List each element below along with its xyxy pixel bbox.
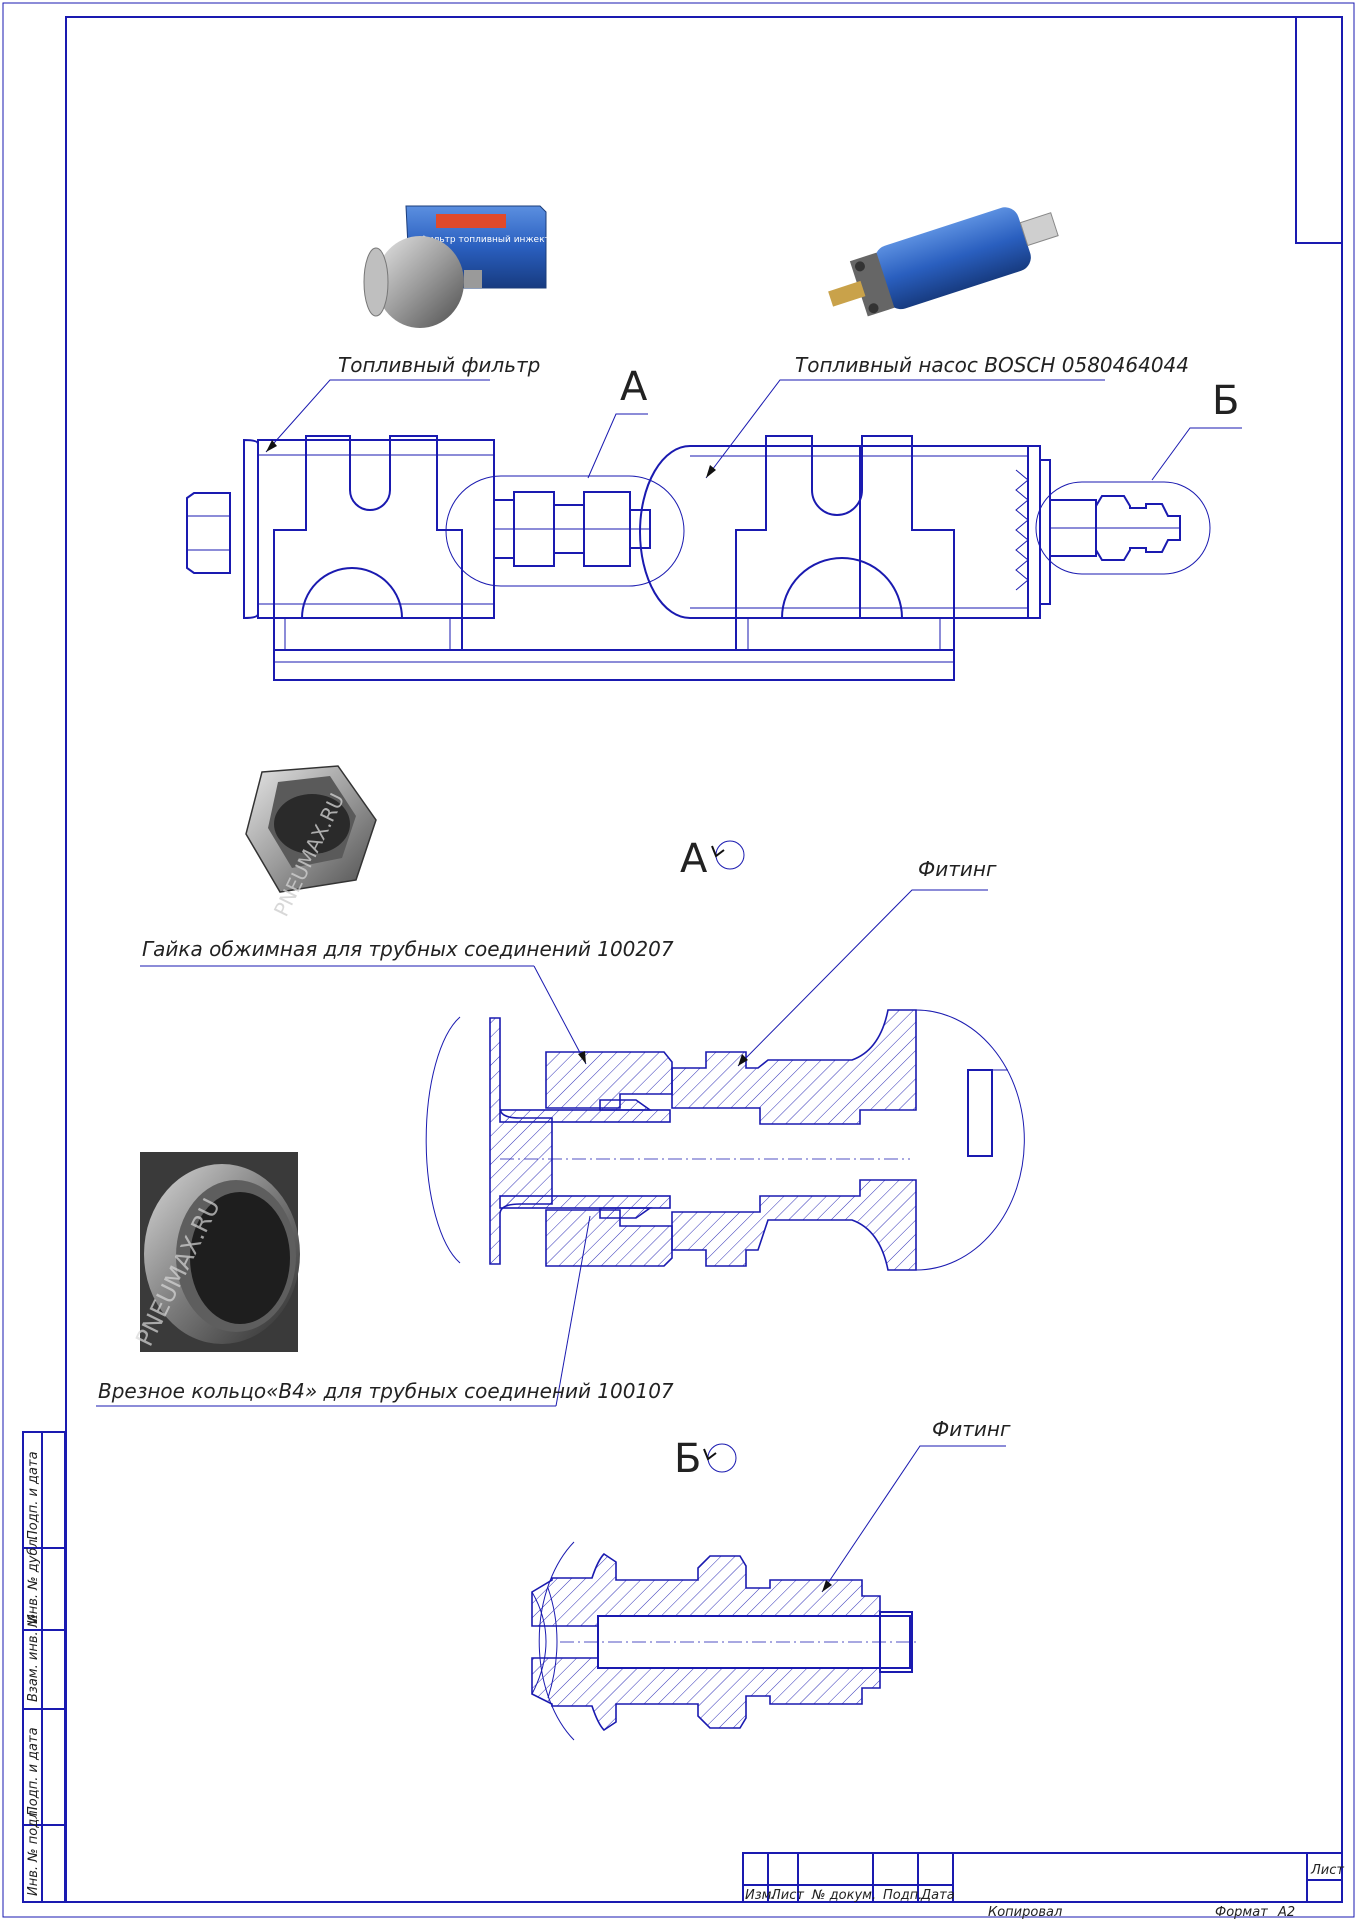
fuel-pump-photo [828, 207, 1059, 317]
section-a-leaders [96, 889, 988, 1407]
label-view-b: Б [1212, 378, 1239, 424]
tb-format-value: А2 [1277, 1905, 1295, 1920]
rotation-icon-b [703, 1443, 737, 1473]
label-fuel-filter: Топливный фильтр [338, 353, 540, 377]
section-b [531, 1541, 918, 1741]
filter-box-text: Фильтр топливный инжекторный [420, 235, 580, 245]
label-view-b-rot: Б [674, 1436, 701, 1482]
tb-izm: Изм. [745, 1888, 776, 1903]
top-right-box [1295, 16, 1343, 244]
label-fitting-b: Фитинг [932, 1417, 1011, 1441]
tb-format-label: Формат [1215, 1905, 1268, 1920]
side-stamp-4: Инв. № дубл. [26, 1535, 41, 1624]
nut-photo: PNEUMAX.RU [245, 765, 377, 920]
label-ring: Врезное кольцо«В4» для трубных соединени… [98, 1379, 674, 1403]
inner-frame [65, 16, 1343, 1903]
side-stamp-2: Подп. и дата [26, 1727, 41, 1816]
label-fuel-pump: Топливный насос BOSCH 0580464044 [795, 353, 1189, 377]
section-b-leaders [821, 1445, 1006, 1593]
rotation-icon-a [711, 840, 745, 870]
fitting-b-drawing [1035, 481, 1211, 575]
label-fitting-a: Фитинг [918, 857, 997, 881]
coupling-a [445, 475, 685, 587]
label-view-a: А [620, 364, 648, 410]
label-view-a-rot: А [680, 836, 708, 882]
tb-ndok: № докум. [811, 1888, 876, 1903]
top-leaders [265, 379, 1242, 481]
tb-sheet: Лист [1310, 1863, 1344, 1878]
base-rail [273, 649, 955, 681]
side-stamp-3: Взам. инв. № [26, 1614, 41, 1702]
tb-podp: Подп. [883, 1888, 922, 1903]
assembly-view [186, 435, 1211, 681]
side-stamp: Инв. № подл. Подп. и дата Взам. инв. № И… [22, 1431, 66, 1903]
section-a [425, 1009, 1025, 1271]
side-stamp-5: Подп. и дата [26, 1451, 41, 1540]
ring-photo: PNEUMAX.RU [130, 1152, 300, 1352]
fuel-filter-drawing [186, 435, 495, 651]
fuel-filter-photo: Фильтр топливный инжекторный [330, 186, 586, 350]
tb-data: Дата [920, 1888, 955, 1903]
label-nut: Гайка обжимная для трубных соединений 10… [142, 937, 674, 961]
tb-list: Лист [770, 1888, 804, 1903]
title-block: Изм. Лист № докум. Подп. Дата Лист Копир… [742, 1852, 1344, 1920]
fuel-pump-drawing [639, 435, 1051, 651]
side-stamp-1: Инв. № подл. [26, 1806, 41, 1896]
tb-copied: Копировал [988, 1905, 1062, 1920]
